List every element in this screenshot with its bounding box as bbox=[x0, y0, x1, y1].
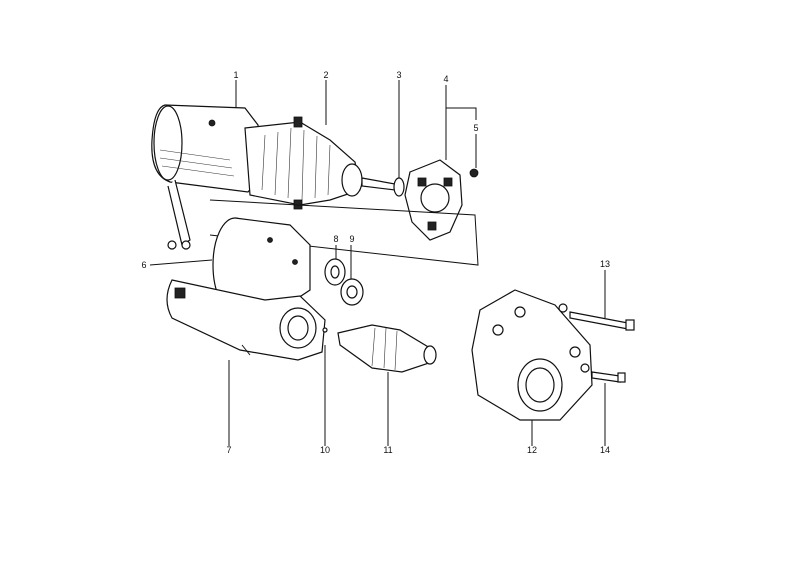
part-1-starter-housing[interactable] bbox=[151, 104, 263, 250]
callout-5: 5 bbox=[473, 123, 478, 133]
callout-4: 4 bbox=[443, 74, 448, 84]
part-6-end-housing[interactable] bbox=[212, 217, 311, 313]
assembly-frame-line bbox=[209, 199, 479, 266]
part-2-armature[interactable] bbox=[244, 116, 396, 210]
callout-10: 10 bbox=[320, 445, 330, 455]
part-4-brush-holder[interactable] bbox=[404, 159, 463, 241]
part-11-pinion-drive[interactable] bbox=[337, 324, 437, 373]
callout-11: 11 bbox=[383, 445, 392, 455]
callout-12: 12 bbox=[527, 445, 537, 455]
part-7-drive-housing[interactable] bbox=[166, 279, 326, 361]
callout-14: 14 bbox=[600, 445, 610, 455]
part-8-bearing[interactable] bbox=[324, 258, 346, 286]
part-14-short-bolt[interactable] bbox=[580, 363, 626, 383]
part-10-ring[interactable] bbox=[322, 327, 328, 333]
callout-8: 8 bbox=[333, 234, 338, 244]
callout-2: 2 bbox=[323, 70, 328, 80]
callout-13: 13 bbox=[600, 259, 610, 269]
callout-9: 9 bbox=[349, 234, 354, 244]
callout-6: 6 bbox=[141, 260, 146, 270]
part-13-long-bolt[interactable] bbox=[558, 303, 635, 331]
part-9-bearing[interactable] bbox=[340, 278, 364, 306]
part-5-nut[interactable] bbox=[469, 168, 479, 178]
callout-7: 7 bbox=[226, 445, 231, 455]
leader-lines bbox=[149, 80, 606, 446]
callout-1: 1 bbox=[233, 70, 238, 80]
callout-3: 3 bbox=[396, 70, 401, 80]
part-12-drive-bracket[interactable] bbox=[471, 289, 593, 421]
part-3-washer[interactable] bbox=[393, 177, 405, 197]
